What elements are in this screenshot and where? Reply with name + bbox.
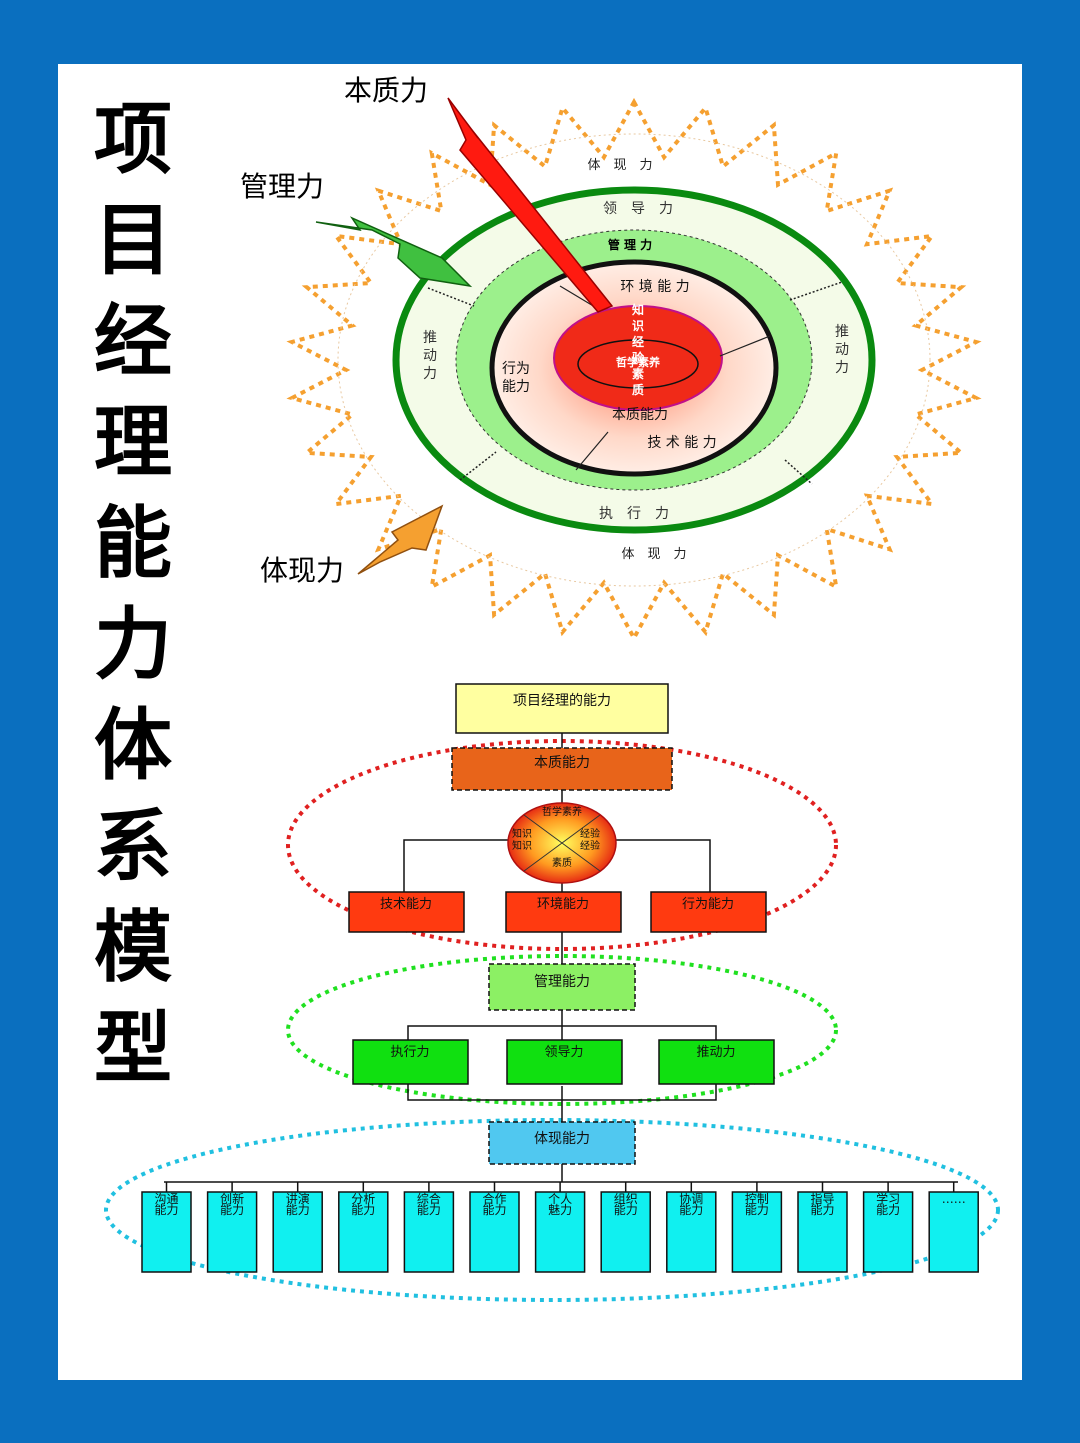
behavior-ability-label: 行为能力 xyxy=(502,361,530,395)
philosophy-label: 哲学素养 xyxy=(616,355,661,369)
circle-right-label: 经验经验 xyxy=(580,827,600,852)
embodiment-leaf-label: 分析能力 xyxy=(351,1192,375,1217)
divider-line xyxy=(427,287,475,307)
embodiment-leaf-label: …… xyxy=(942,1192,966,1206)
embodiment-leaf-box xyxy=(403,1191,455,1273)
lead-label: 领 导 力 xyxy=(603,201,673,217)
circle-top-label: 哲学素养 xyxy=(542,805,582,818)
leaf-connectors xyxy=(165,1182,955,1192)
page-title: 项目经理能力体系模型 xyxy=(93,95,172,1094)
management-child-box xyxy=(506,1039,623,1085)
tree-connectors xyxy=(164,733,958,1183)
embodiment-group-ellipse xyxy=(104,1118,1000,1302)
tech-ability-label: 技 术 能 力 xyxy=(647,435,716,451)
management-child-box xyxy=(658,1039,775,1085)
core-knowledge-label: 知识经验素质 xyxy=(631,302,645,397)
essence-child-box xyxy=(650,891,767,933)
core-inner-ellipse xyxy=(577,339,699,389)
env-ability-label: 环 境 能 力 xyxy=(620,279,689,295)
embodiment-leaf-box xyxy=(928,1191,979,1273)
embodiment-leaf-label: 讲演能力 xyxy=(286,1191,310,1217)
circle-cross xyxy=(523,814,601,872)
circle-bottom-label: 素质 xyxy=(552,856,572,869)
embodiment-leaf-label: 组织能力 xyxy=(614,1192,638,1217)
management-callout: 管理力 xyxy=(240,170,324,203)
essence-children: 技术能力 环境能力 行为能力 xyxy=(348,891,767,933)
management-label: 管理能力 xyxy=(534,974,590,990)
embodiment-leaf-box xyxy=(731,1191,783,1273)
embodiment-leaf-box xyxy=(666,1191,717,1273)
essence-group-ellipse xyxy=(286,739,838,951)
management-child-box xyxy=(352,1039,469,1085)
embodiment-leaf-label: 创新能力 xyxy=(220,1191,244,1217)
circle-left-label: 知识知识 xyxy=(512,827,532,852)
hierarchy-tree: 项目经理的能力 本质能力 哲学素养 素质 知识知识 经验经验 技术能力 环境能力 行… xyxy=(104,683,1000,1302)
embodiment-leaf-box xyxy=(206,1191,258,1273)
management-child-label: 执行力 xyxy=(390,1045,429,1060)
essence-arrow xyxy=(447,97,614,313)
embodiment-leaf-box xyxy=(862,1191,914,1273)
outer-ring-bottom-label: 体 现 力 xyxy=(621,547,686,562)
management-child-label: 推动力 xyxy=(696,1045,735,1060)
embodiment-children: 沟通能力 创新能力 讲演能力 分析能力 综合能力 合作能力 个人魅力 组织能力 协调能力 控制能力… xyxy=(141,1191,979,1273)
embodiment-leaf-box xyxy=(272,1191,323,1273)
essence-callout: 本质力 xyxy=(344,74,428,107)
embodiment-leaf-box xyxy=(338,1191,389,1273)
essence-child-label: 技术能力 xyxy=(380,897,432,912)
execute-label: 执 行 力 xyxy=(599,506,669,522)
embodiment-leaf-label: 指导能力 xyxy=(810,1191,834,1217)
divider-line xyxy=(719,335,771,357)
embodiment-arrow xyxy=(357,504,444,575)
essence-child-label: 行为能力 xyxy=(682,897,734,912)
management-ring-label: 管 理 力 xyxy=(608,237,652,252)
essence-child-box xyxy=(348,891,465,933)
management-children: 执行力 领导力 推动力 xyxy=(352,1039,775,1085)
outer-dotted-ring xyxy=(337,133,931,587)
essence-child-label: 环境能力 xyxy=(537,897,589,912)
push-left-label: 推动力 xyxy=(423,330,437,382)
embodiment-leaf-label: 控制能力 xyxy=(745,1192,769,1217)
embodiment-leaf-box xyxy=(141,1191,192,1273)
core-ellipse xyxy=(553,305,723,411)
embodiment-leaf-box xyxy=(600,1191,651,1273)
embodiment-leaf-box xyxy=(797,1191,848,1273)
embodiment-leaf-label: 综合能力 xyxy=(417,1191,441,1217)
embodiment-leaf-label: 协调能力 xyxy=(679,1191,703,1217)
root-label: 项目经理的能力 xyxy=(513,693,611,709)
outer-ring-top-label: 体 现 力 xyxy=(587,158,652,173)
embodiment-leaf-box xyxy=(469,1191,520,1273)
embodiment-callout: 体现力 xyxy=(260,554,344,587)
embodiment-leaf-box xyxy=(534,1191,586,1273)
push-right-label: 推动力 xyxy=(835,324,849,376)
management-group-ellipse xyxy=(286,954,838,1106)
divider-line xyxy=(789,281,843,301)
embodiment-box xyxy=(488,1121,636,1165)
essence-label: 本质能力 xyxy=(534,755,590,771)
essence-box xyxy=(451,747,673,791)
embodiment-leaf-label: 沟通能力 xyxy=(154,1192,178,1217)
management-child-label: 领导力 xyxy=(544,1045,583,1060)
essence-ability-label: 本质能力 xyxy=(612,407,668,423)
management-arrow xyxy=(315,216,473,288)
management-box xyxy=(488,963,636,1011)
embodiment-label: 体现能力 xyxy=(534,1131,590,1147)
divider-line xyxy=(575,431,609,471)
embodiment-leaf-label: 学习能力 xyxy=(876,1191,900,1217)
onion-model: 体 现 力 体 现 力 领 导 力 执 行 力 管 理 力 环 境 能 力 技 … xyxy=(240,74,982,643)
embodiment-leaf-label: 合作能力 xyxy=(482,1191,506,1217)
root-box xyxy=(455,683,669,734)
embodiment-leaf-label: 个人魅力 xyxy=(548,1192,572,1217)
essence-child-box xyxy=(505,891,622,933)
